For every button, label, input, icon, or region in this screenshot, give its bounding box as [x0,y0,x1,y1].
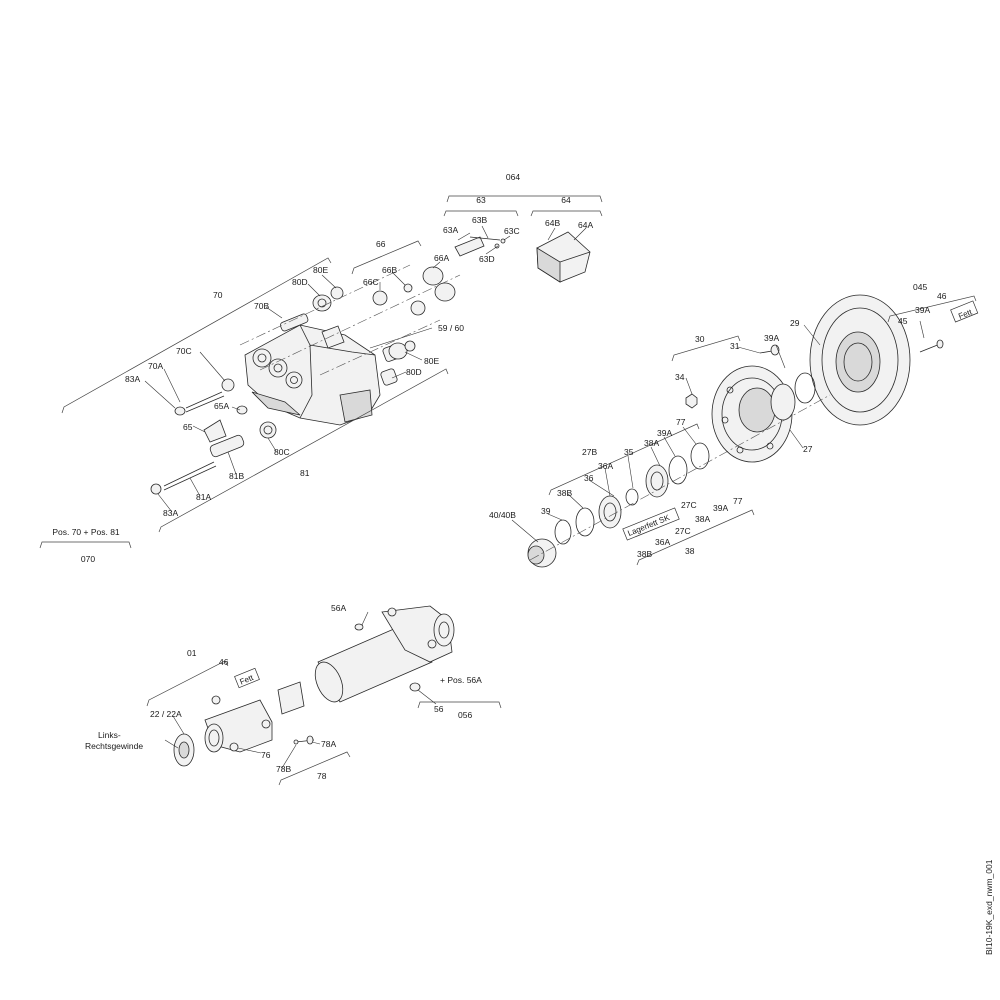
label-56A: 56A [331,603,346,613]
label-66C: 66C [363,277,379,287]
label-46-right: 46 [937,291,947,301]
caliper-assembly [150,264,461,495]
label-76: 76 [261,750,271,760]
label-80E-top: 80E [313,265,328,275]
label-pos70-pos81: Pos. 70 + Pos. 81 [52,527,120,537]
label-70A: 70A [148,361,163,371]
part-labels: 064 63 64 63A 63B 63C 63D 64B 64A 66 66A… [52,172,994,955]
label-36A-low: 36A [655,537,670,547]
label-056: 056 [458,710,472,720]
label-80E-mid: 80E [424,356,439,366]
label-30: 30 [695,334,705,344]
label-45: 45 [898,316,908,326]
label-77-top: 77 [676,417,686,427]
label-36: 36 [584,473,594,483]
label-39: 39 [541,506,551,516]
hub-disc-assembly [527,294,944,568]
label-40-40B: 40/40B [489,510,516,520]
label-064: 064 [506,172,520,182]
drawing-id: BI10-19K_exd_nwm_001 [984,859,994,955]
brake-pad-set [454,231,591,283]
axle-tube-assembly [314,605,455,703]
label-34: 34 [675,372,685,382]
label-59-60: 59 / 60 [438,323,464,333]
label-29: 29 [790,318,800,328]
label-66A: 66A [434,253,449,263]
label-66B: 66B [382,265,397,275]
label-22-22A: 22 / 22A [150,709,182,719]
label-81: 81 [300,468,310,478]
leader-lines [144,225,925,769]
label-78B: 78B [276,764,291,774]
group-brackets [39,195,977,786]
label-81B: 81B [229,471,244,481]
label-pos56A-note: + Pos. 56A [440,675,482,685]
label-78A: 78A [321,739,336,749]
label-links: Links- [98,730,121,740]
label-63A: 63A [443,225,458,235]
label-80C: 80C [274,447,290,457]
label-39A-right: 39A [915,305,930,315]
fett-box-right [950,300,979,323]
label-63C: 63C [504,226,520,236]
label-66: 66 [376,239,386,249]
label-38B-low: 38B [637,549,652,559]
label-64: 64 [561,195,571,205]
label-27B: 27B [582,447,597,457]
label-rechtsgewinde: Rechtsgewinde [85,741,143,751]
label-80D-mid: 80D [406,367,422,377]
label-64B: 64B [545,218,560,228]
label-83A-bot: 83A [163,508,178,518]
label-27: 27 [803,444,813,454]
label-01: 01 [187,648,197,658]
label-39A-mid: 39A [657,428,672,438]
stub-axle-assembly [173,681,315,767]
label-38B-top: 38B [557,488,572,498]
label-83A-top: 83A [125,374,140,384]
label-78: 78 [317,771,327,781]
label-70C: 70C [176,346,192,356]
label-045: 045 [913,282,927,292]
label-70: 70 [213,290,223,300]
fett-box-left [234,667,260,689]
label-65: 65 [183,422,193,432]
label-80D-top: 80D [292,277,308,287]
label-70B: 70B [254,301,269,311]
label-46-left: 46 [219,657,229,667]
label-070: 070 [81,554,95,564]
lagerfett-box [622,507,680,541]
label-65A: 65A [214,401,229,411]
label-39A-low: 39A [713,503,728,513]
label-63B: 63B [472,215,487,225]
label-38A-top: 38A [644,438,659,448]
label-38A-low: 38A [695,514,710,524]
label-77-low: 77 [733,496,743,506]
label-64A: 64A [578,220,593,230]
label-39A-hub: 39A [764,333,779,343]
label-27C-top: 27C [681,500,697,510]
label-27C-low: 27C [675,526,691,536]
label-31: 31 [730,341,740,351]
label-63D: 63D [479,254,495,264]
label-35: 35 [624,447,634,457]
label-56: 56 [434,704,444,714]
label-81A: 81A [196,492,211,502]
label-38: 38 [685,546,695,556]
label-63: 63 [476,195,486,205]
label-36A-top: 36A [598,461,613,471]
